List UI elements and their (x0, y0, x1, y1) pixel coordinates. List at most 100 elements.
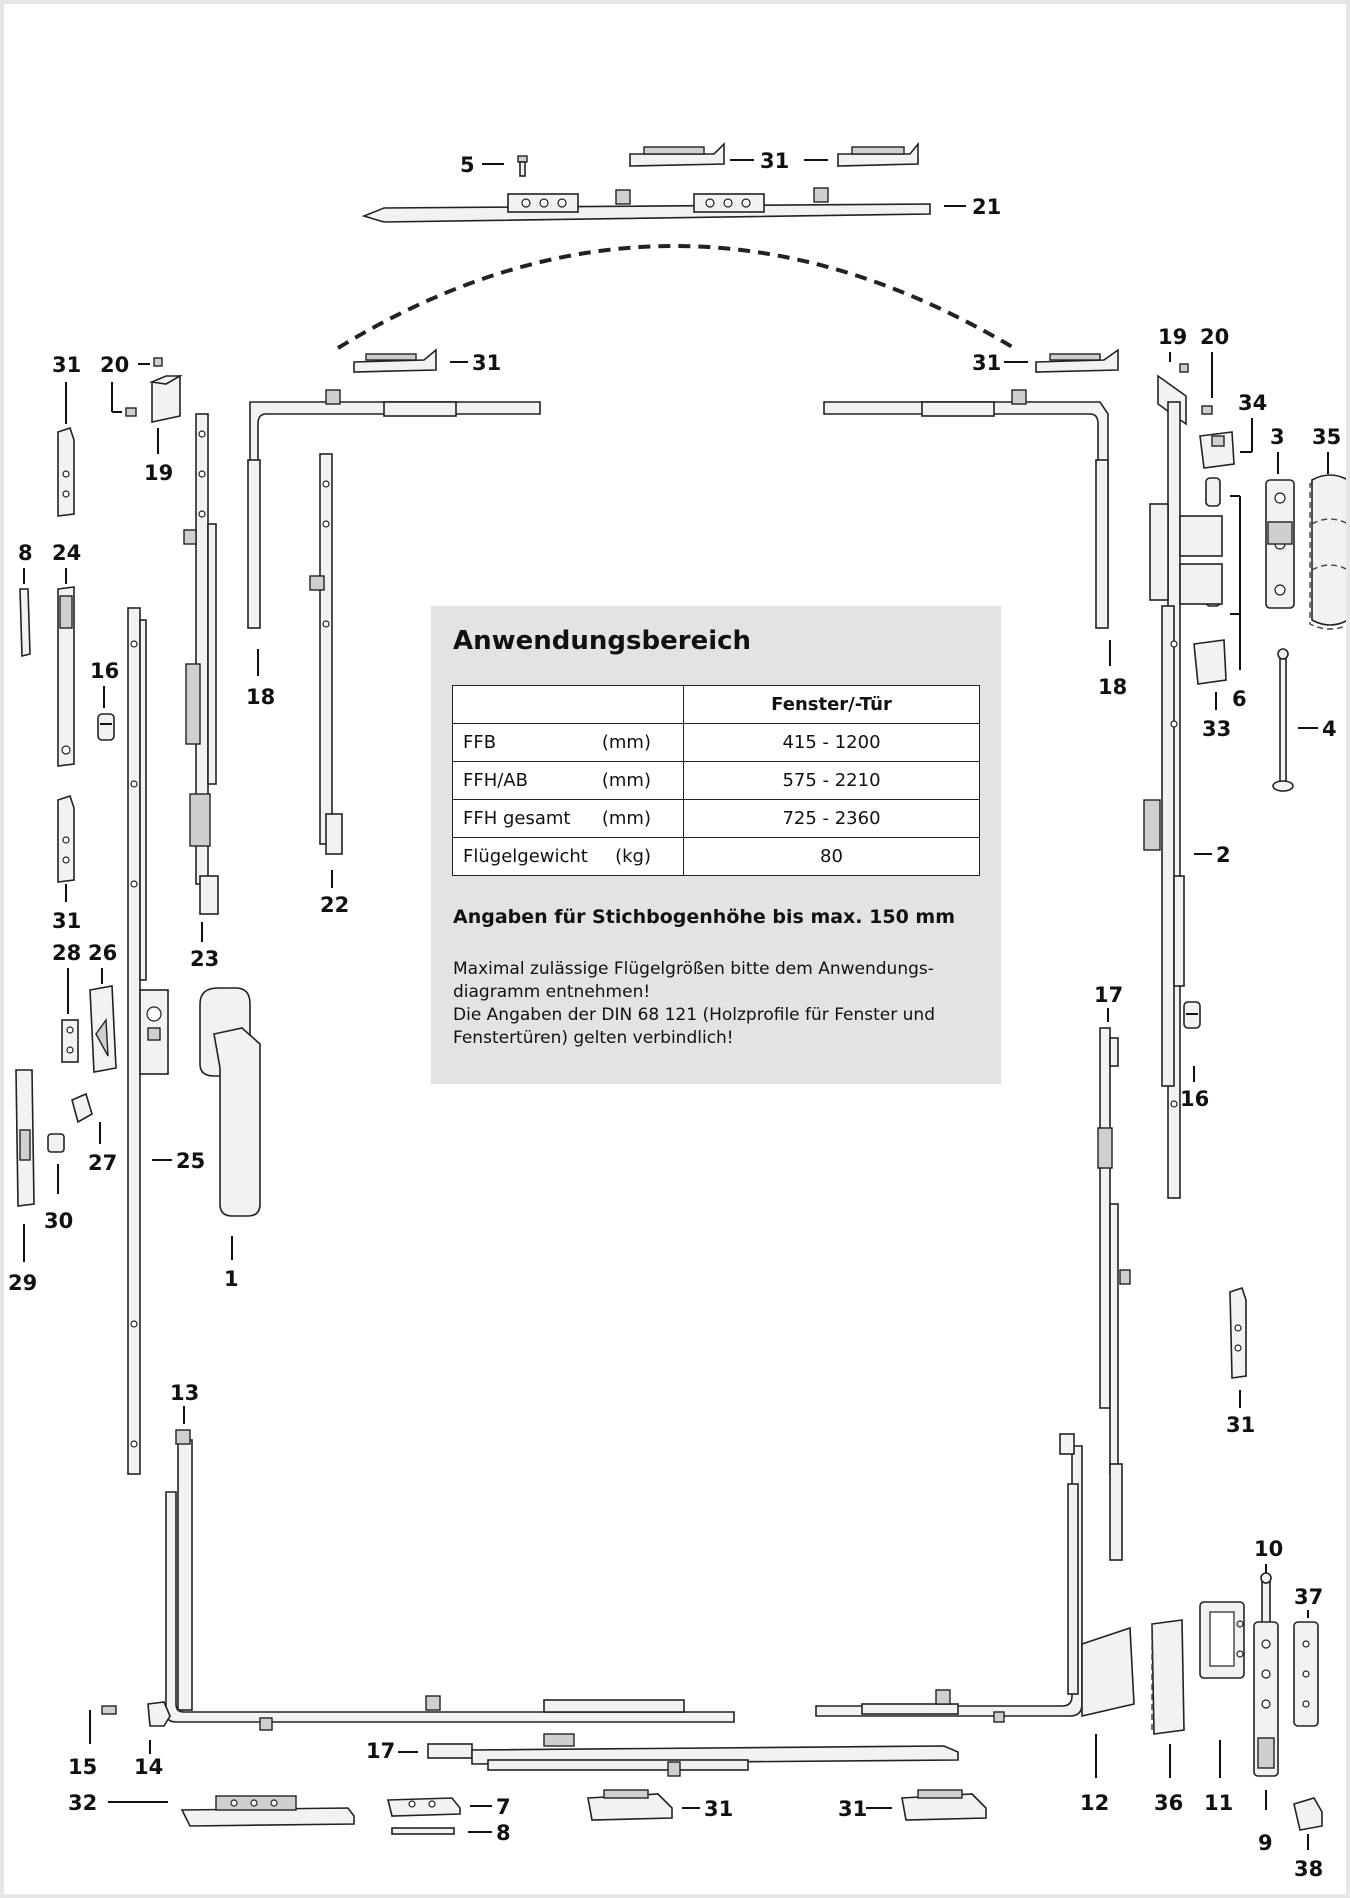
spec-unit: (mm) (601, 808, 651, 829)
callout-20-left: 20 (100, 353, 129, 377)
info-panel: Anwendungsbereich Fenster/-Tür FFB(mm) 4… (431, 606, 1001, 1084)
page: 5 31 21 31 31 18 (4, 4, 1346, 1894)
callout-26: 26 (88, 941, 117, 965)
spec-unit: (kg) (615, 846, 651, 867)
callout-3: 3 (1270, 425, 1285, 449)
spec-row: Flügelgewicht(kg) 80 (452, 837, 980, 876)
part-28 (61, 1019, 79, 1063)
callout-7: 7 (496, 1795, 511, 1819)
spec-value: 575 - 2210 (683, 761, 980, 800)
spec-table-header: Fenster/-Tür (452, 685, 980, 724)
callout-37: 37 (1294, 1585, 1323, 1609)
spec-label-cell: Flügelgewicht(kg) (452, 837, 684, 876)
part-11 (1199, 1601, 1245, 1679)
part-20-screw-right-a (1179, 363, 1189, 373)
callout-6: 6 (1232, 687, 1247, 711)
part-34 (1199, 431, 1235, 469)
callout-17-bottom: 17 (366, 1739, 395, 1763)
exploded-hardware-drawing: 5 31 21 31 31 18 (8, 141, 1346, 1881)
callout-31-left-lower: 31 (52, 909, 81, 933)
spec-label-cell: FFH gesamt (mm) (452, 799, 684, 838)
callout-31-arch-right: 31 (972, 351, 1001, 375)
spec-label: FFH gesamt (463, 808, 571, 829)
part-2-gear-rod (1143, 401, 1223, 1199)
callout-34: 34 (1238, 391, 1267, 415)
info-note-line-1: Maximal zulässige Flügelgrößen bitte dem… (453, 959, 934, 1002)
part-22-bar (309, 453, 343, 855)
callout-14: 14 (134, 1755, 163, 1779)
part-35-cover (1309, 474, 1346, 630)
callout-22: 22 (320, 893, 349, 917)
spec-unit: (mm) (601, 732, 651, 753)
part-16-right (1183, 1001, 1201, 1029)
part-31-arch-left (353, 348, 437, 373)
part-20-screw-left-a (153, 357, 163, 367)
part-23-bar (183, 413, 219, 915)
part-19-bracket-left (149, 375, 184, 423)
part-8-left (19, 588, 31, 658)
part-18-right-corner (823, 389, 1109, 629)
part-37-cover (1293, 1621, 1319, 1727)
callout-31-bottom-right: 31 (838, 1797, 867, 1821)
callout-33: 33 (1202, 717, 1231, 741)
callout-38: 38 (1294, 1857, 1323, 1881)
spec-label: FFH/AB (463, 770, 528, 791)
callout-23: 23 (190, 947, 219, 971)
part-31-top-right (837, 141, 919, 167)
callout-8-bottom: 8 (496, 1821, 511, 1845)
spec-header-blank (452, 685, 684, 724)
part-12-corner (815, 1433, 1135, 1723)
info-title: Anwendungsbereich (453, 626, 752, 656)
callout-24: 24 (52, 541, 81, 565)
spec-unit: (mm) (601, 770, 651, 791)
callout-8-left: 8 (18, 541, 33, 565)
spec-label-cell: FFH/AB (mm) (452, 761, 684, 800)
callout-2: 2 (1216, 843, 1231, 867)
part-1-handle (199, 987, 261, 1217)
part-33-hinge-parts (1193, 639, 1227, 685)
part-14 (147, 1701, 171, 1727)
callout-17-right: 17 (1094, 983, 1123, 1007)
callout-13: 13 (170, 1381, 199, 1405)
callout-19-right: 19 (1158, 325, 1187, 349)
callout-12: 12 (1080, 1791, 1109, 1815)
callout-32: 32 (68, 1791, 97, 1815)
part-21-top-rail (361, 187, 931, 223)
spec-label: FFB (463, 732, 497, 753)
part-25-gear-rod (127, 607, 169, 1475)
part-3-hinge (1265, 479, 1295, 609)
part-31-top-left (629, 142, 725, 167)
spec-row: FFH/AB (mm) 575 - 2210 (452, 761, 980, 800)
part-24 (57, 586, 75, 767)
part-32 (180, 1795, 355, 1827)
callout-21: 21 (972, 195, 1001, 219)
part-16-left (97, 713, 115, 741)
callout-35: 35 (1312, 425, 1341, 449)
callout-31-arch-left: 31 (472, 351, 501, 375)
spec-row: FFB(mm) 415 - 1200 (452, 723, 980, 762)
part-8-bottom (391, 1827, 455, 1835)
callout-30: 30 (44, 1209, 73, 1233)
callout-16-right: 16 (1180, 1087, 1209, 1111)
spec-value: 725 - 2360 (683, 799, 980, 838)
callout-31-right-middle: 31 (1226, 1413, 1255, 1437)
part-31-arch-right (1035, 348, 1119, 373)
part-20-screw-right-b (1201, 405, 1213, 415)
callout-36: 36 (1154, 1791, 1183, 1815)
callout-29: 29 (8, 1271, 37, 1295)
part-7 (386, 1797, 461, 1817)
callout-10: 10 (1254, 1537, 1283, 1561)
part-31-left-upper (57, 426, 75, 517)
callout-11: 11 (1204, 1791, 1233, 1815)
part-17-bottom-rail (427, 1733, 959, 1777)
spec-row: FFH gesamt (mm) 725 - 2360 (452, 799, 980, 838)
info-heading: Angaben für Stichbogenhöhe bis max. 150 … (453, 906, 956, 928)
callout-9: 9 (1258, 1831, 1273, 1855)
callout-28: 28 (52, 941, 81, 965)
part-31-bottom-right (901, 1789, 987, 1821)
part-30 (47, 1133, 65, 1153)
callout-5: 5 (460, 153, 475, 177)
spec-value: 80 (683, 837, 980, 876)
part-4-pin (1272, 648, 1294, 792)
callout-18-left: 18 (246, 685, 275, 709)
